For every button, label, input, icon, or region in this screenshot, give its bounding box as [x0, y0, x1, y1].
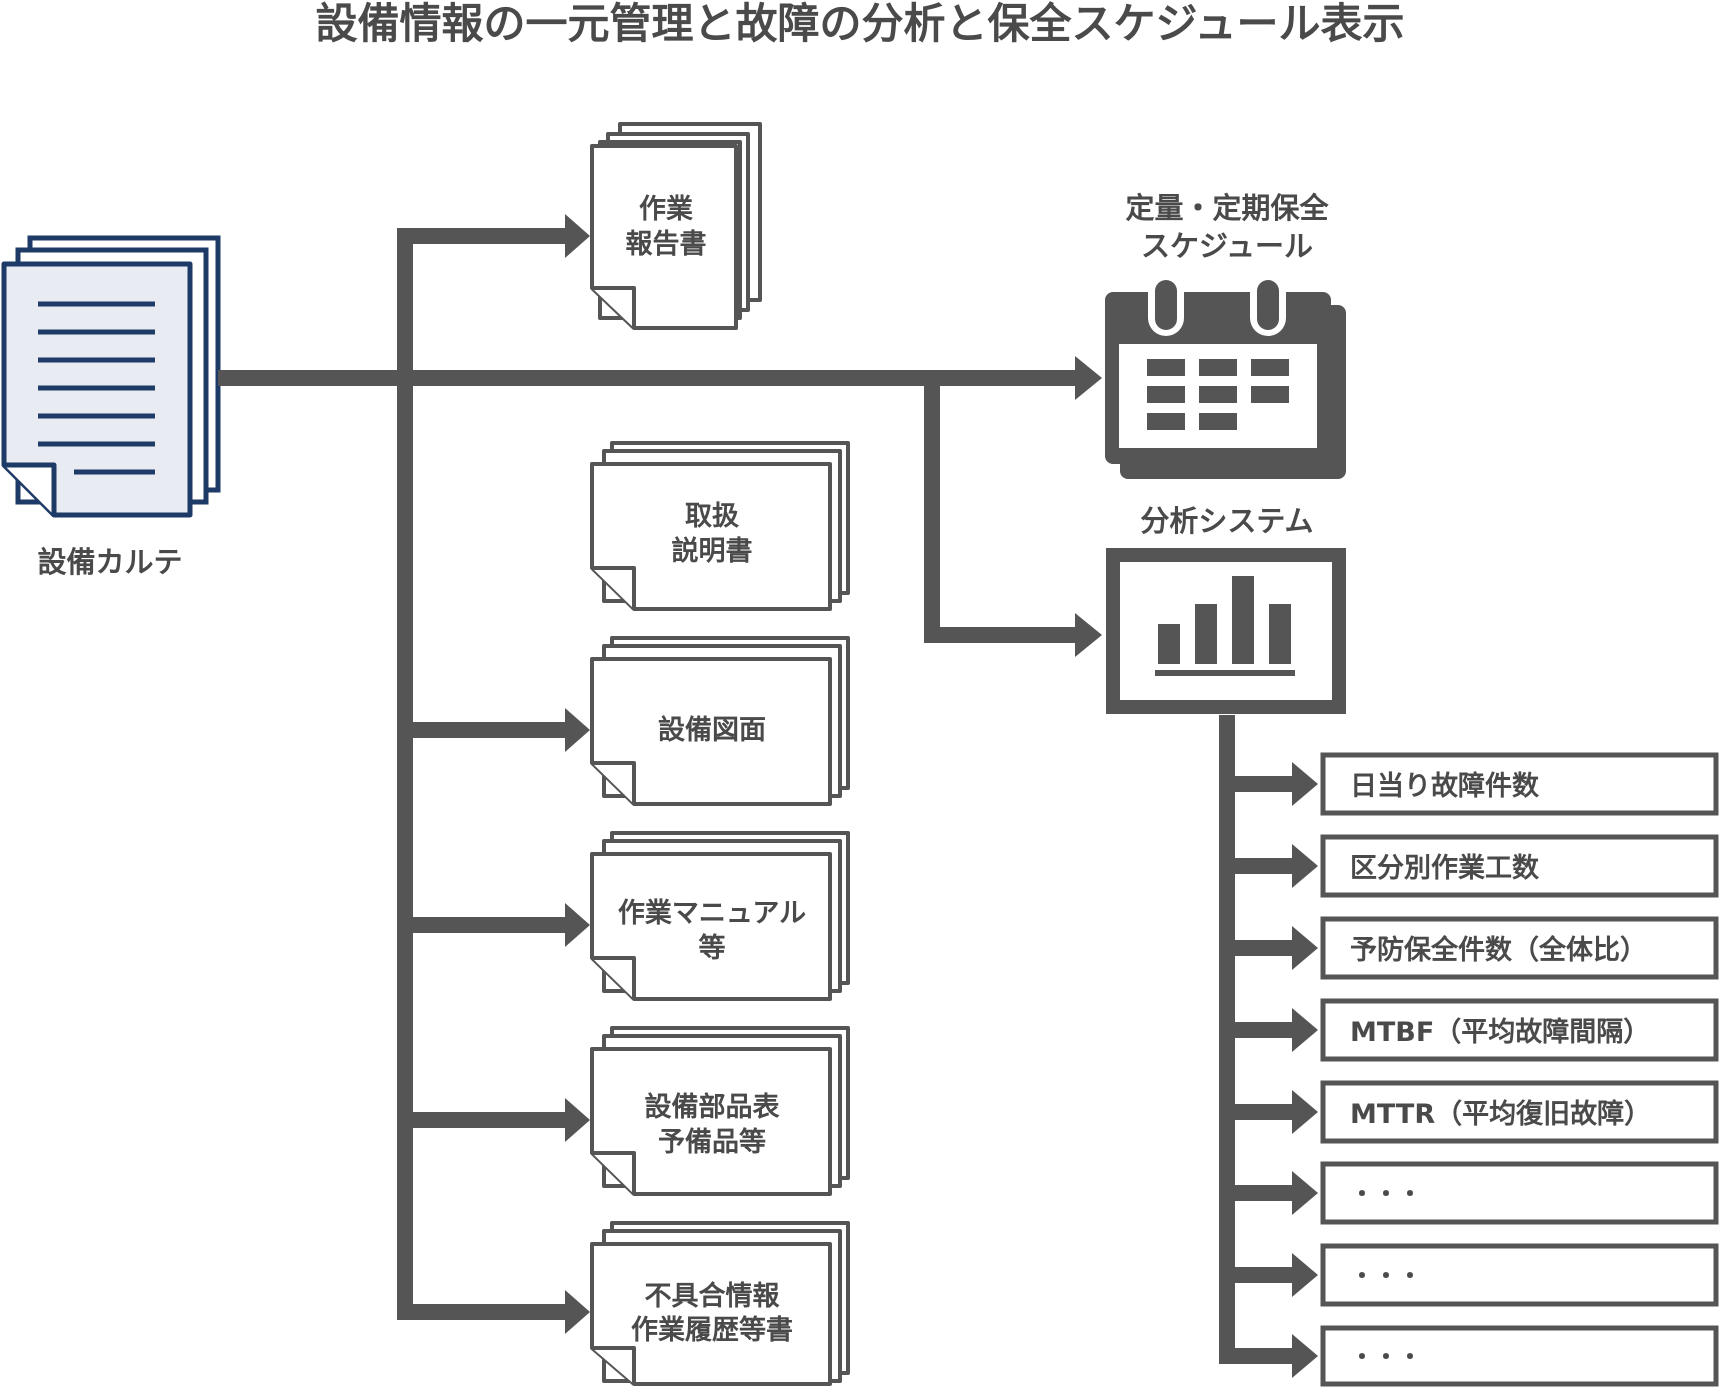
document-label: 作業マニュアル	[618, 898, 806, 929]
metric-label: 日当り故障件数	[1350, 770, 1540, 802]
metric-label: 区分別作業工数	[1350, 853, 1540, 884]
metric-item: 区分別作業工数	[1219, 834, 1719, 898]
schedule-label: スケジュール	[1141, 229, 1313, 263]
document-label: 報告書	[626, 229, 707, 260]
arrow-heads	[565, 214, 1102, 1334]
document-label: 設備部品表	[645, 1091, 780, 1123]
metric-item: ・・・	[1219, 1325, 1719, 1387]
bar-chart-icon	[1106, 548, 1346, 714]
document-label: 予備品等	[658, 1126, 766, 1158]
document-stack-icon	[590, 636, 850, 806]
source-document-icon	[1, 235, 221, 518]
metric-label: ・・・	[1350, 1180, 1422, 1208]
metric-label: MTBF（平均故障間隔）	[1350, 1016, 1650, 1048]
document-label: 不具合情報	[645, 1280, 781, 1312]
metric-item: 日当り故障件数	[1219, 752, 1719, 816]
metric-label: ・・・	[1350, 1262, 1422, 1290]
document-label: 作業履歴等書	[631, 1314, 793, 1346]
calendar-icon	[1105, 274, 1346, 479]
source-label: 設備カルテ	[37, 545, 182, 579]
metric-label: MTTR（平均復旧故障）	[1350, 1098, 1651, 1130]
metric-item: MTBF（平均故障間隔）	[1219, 998, 1719, 1062]
metric-label: 予防保全件数（全体比）	[1350, 934, 1647, 966]
document-label: 取扱	[685, 501, 739, 532]
document-stack-icon	[590, 1026, 850, 1196]
document-stack-icon	[590, 441, 850, 611]
document-label: 作業	[639, 194, 693, 225]
schedule-label: 定量・定期保全	[1125, 191, 1329, 225]
analysis-label: 分析システム	[1140, 504, 1313, 538]
metric-item: ・・・	[1219, 1243, 1719, 1307]
metric-item: ・・・	[1219, 1161, 1719, 1225]
document-label: 設備図面	[658, 714, 766, 746]
metric-item: 予防保全件数（全体比）	[1219, 916, 1719, 980]
page-title: 設備情報の一元管理と故障の分析と保全スケジュール表示	[315, 0, 1404, 48]
metrics-list: 日当り故障件数 区分別作業工数 予防保全件数（全体比） MTBF（平均故障間隔）…	[1219, 752, 1719, 1387]
document-stack-icon	[590, 122, 762, 330]
document-label: 説明書	[672, 535, 753, 567]
document-stack-icon	[590, 831, 850, 1001]
metric-item: MTTR（平均復旧故障）	[1219, 1080, 1719, 1144]
document-stack-icon	[590, 1221, 850, 1386]
document-label: 等	[699, 932, 726, 964]
metric-label: ・・・	[1350, 1343, 1422, 1371]
connector-lines	[218, 228, 1235, 1362]
